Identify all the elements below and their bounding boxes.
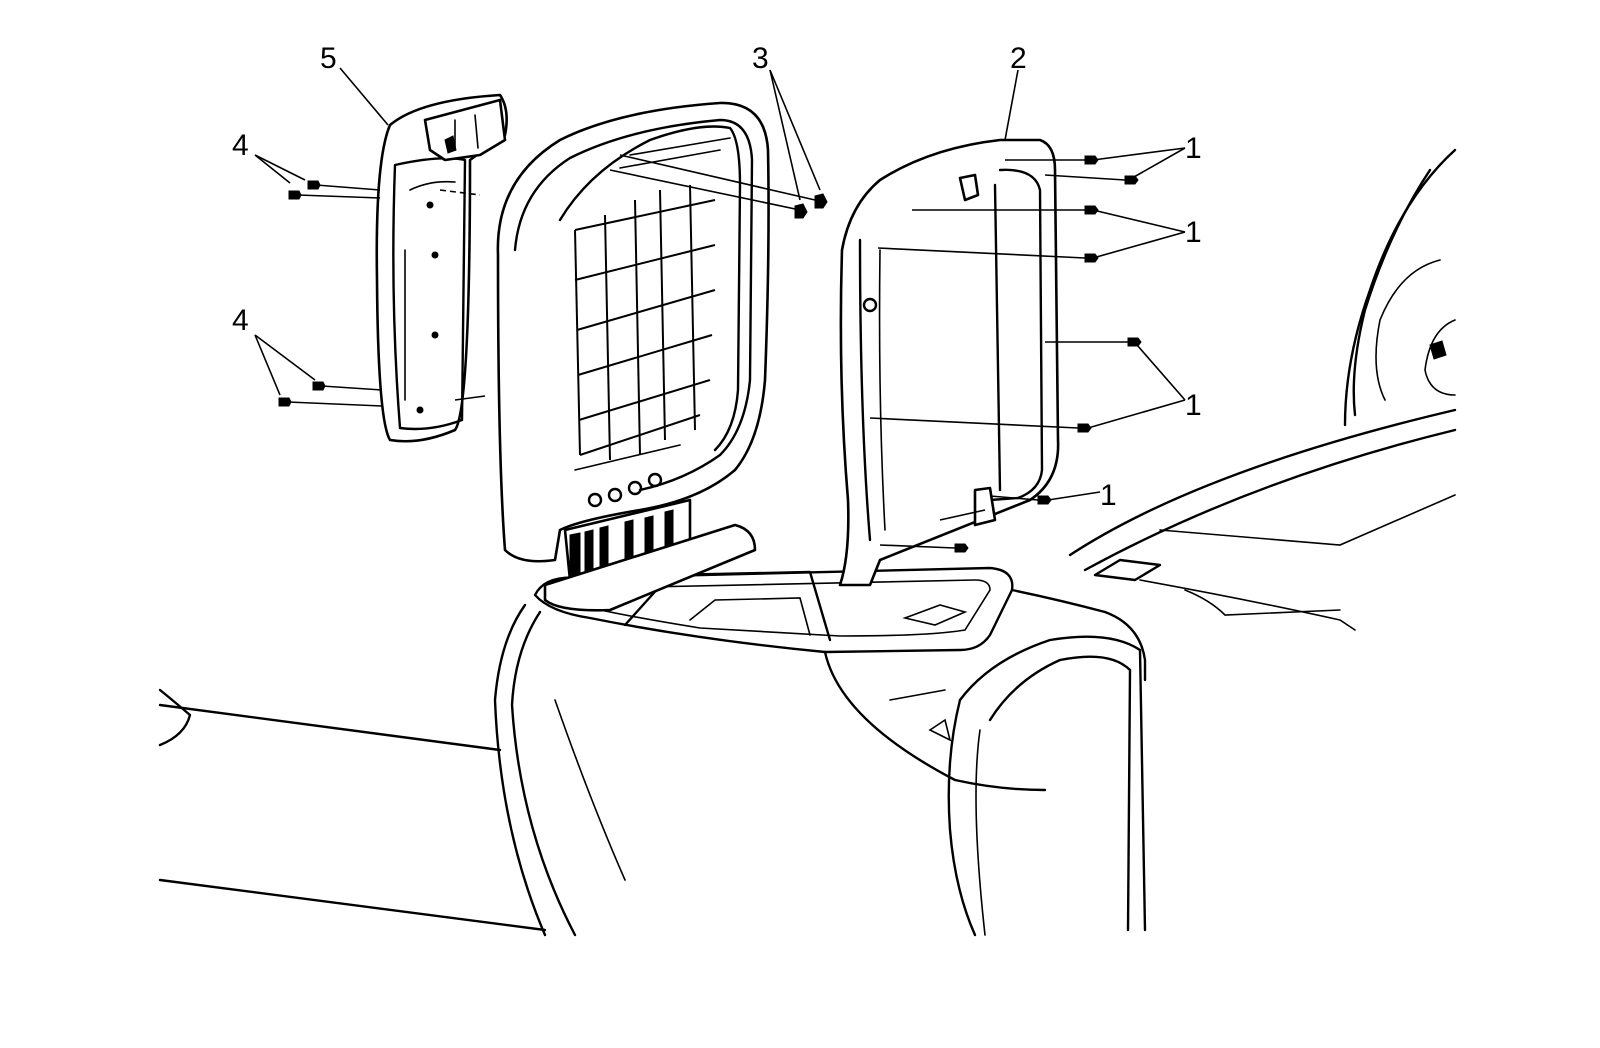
- fasteners: [278, 154, 1142, 553]
- armrest-trim-panel: [375, 93, 508, 443]
- callout-5: 5: [320, 42, 337, 75]
- callout-labels: 5 4 4 3 2 1 1 1 1: [232, 42, 1202, 512]
- screw-4-lower: [278, 381, 486, 407]
- callout-1-c: 1: [1185, 389, 1202, 422]
- callout-4-lower: 4: [232, 304, 249, 337]
- screw-1: [869, 155, 1142, 553]
- storage-side-cover: [838, 138, 1060, 587]
- screw-4-upper: [288, 180, 481, 200]
- callout-1-a: 1: [1185, 132, 1202, 165]
- callout-1-d: 1: [1100, 479, 1117, 512]
- lid-inner-ribbing: [574, 137, 731, 461]
- instrument-panel-outline: [158, 148, 1457, 932]
- callout-4-upper: 4: [232, 129, 249, 162]
- callout-1-b: 1: [1185, 216, 1202, 249]
- center-console-body: [493, 566, 1147, 937]
- callout-3: 3: [752, 42, 769, 75]
- callout-leaders: [254, 67, 1186, 501]
- armrest-lid: [496, 101, 770, 612]
- screw-3: [609, 154, 828, 219]
- callout-2: 2: [1010, 42, 1027, 75]
